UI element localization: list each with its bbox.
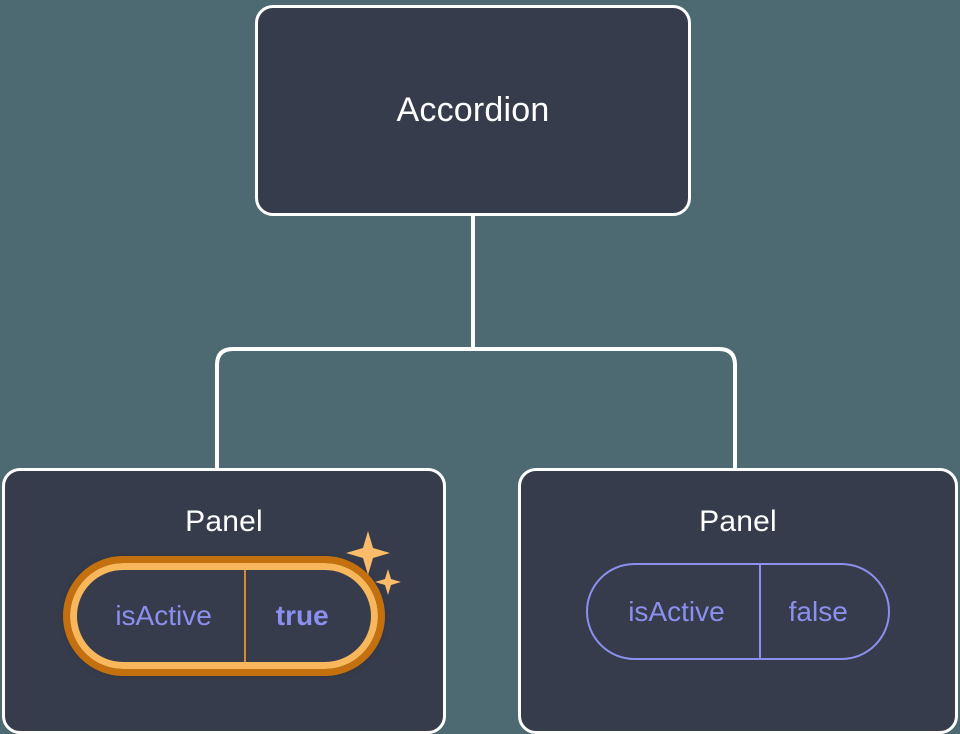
node-panel-right-title: Panel	[699, 505, 777, 538]
prop-pill-right-wrapper: isActive false	[586, 563, 890, 660]
prop-pill-isactive-true[interactable]: isActive true	[63, 556, 385, 676]
connector-bus	[215, 347, 737, 470]
prop-value: false	[758, 565, 888, 658]
node-panel-left-title: Panel	[185, 505, 263, 538]
prop-key: isActive	[628, 595, 725, 627]
node-accordion-title: Accordion	[396, 91, 550, 129]
node-accordion[interactable]: Accordion	[255, 5, 691, 216]
node-panel-right[interactable]: Panel isActive false	[518, 468, 958, 734]
prop-pill-isactive-false[interactable]: isActive false	[586, 563, 890, 660]
node-panel-left[interactable]: Panel isActive true	[2, 468, 446, 734]
prop-value: true	[243, 570, 371, 662]
prop-pill-left-wrapper: isActive true	[63, 531, 401, 676]
prop-key: isActive	[115, 600, 212, 631]
